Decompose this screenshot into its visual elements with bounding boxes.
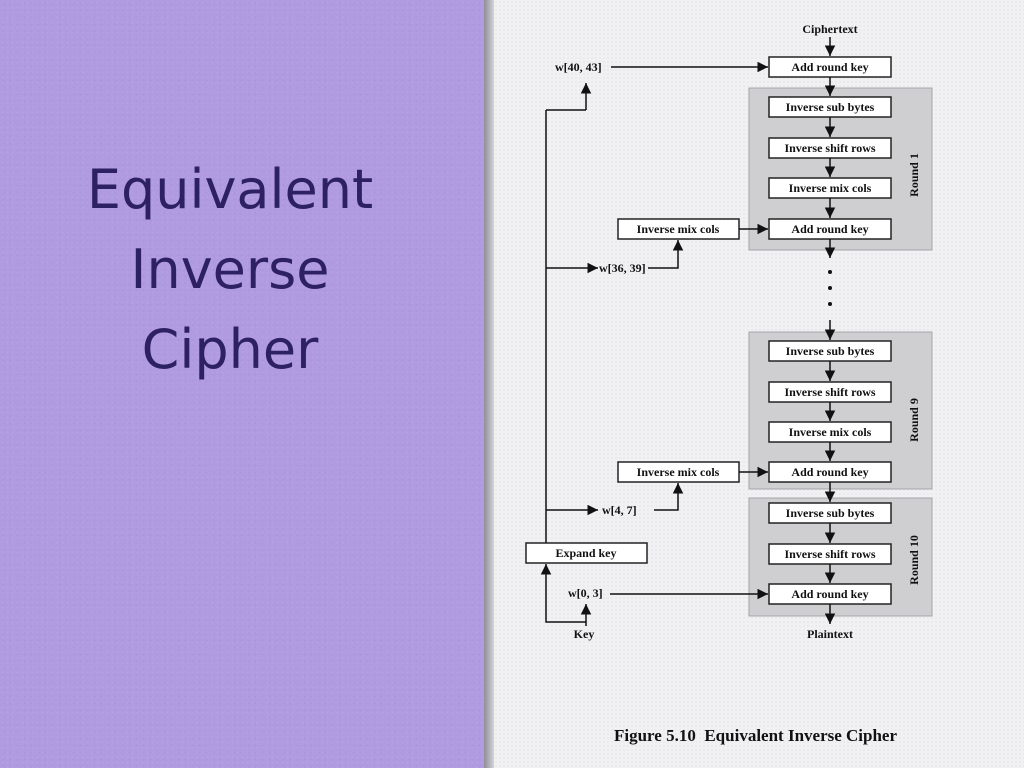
ellipsis-dot	[828, 302, 832, 306]
r1-inverse-shift-rows-label: Inverse shift rows	[784, 141, 875, 155]
ellipsis-dot	[828, 286, 832, 290]
r9-inverse-shift-rows-label: Inverse shift rows	[784, 385, 875, 399]
r9-inverse-sub-bytes-label: Inverse sub bytes	[786, 344, 875, 358]
r1-inverse-sub-bytes-label: Inverse sub bytes	[786, 100, 875, 114]
r1-add-round-key-label: Add round key	[791, 222, 868, 236]
figure-caption: Figure 5.10 Equivalent Inverse Cipher	[614, 726, 898, 745]
title-panel: Equivalent Inverse Cipher	[0, 0, 484, 768]
key-inverse-mix-cols-label-1: Inverse mix cols	[637, 222, 720, 236]
r10-add-round-key-label: Add round key	[791, 587, 868, 601]
panel-divider	[484, 0, 494, 768]
title-line-1: Equivalent	[86, 158, 374, 221]
r10-inverse-sub-bytes-label: Inverse sub bytes	[786, 506, 875, 520]
w4-7-to-mix-arrow	[654, 483, 684, 511]
w0-3-label: w[0, 3]	[568, 586, 603, 600]
ellipsis-dot	[828, 270, 832, 274]
key-inverse-mix-cols-label-9: Inverse mix cols	[637, 465, 720, 479]
r9-inverse-mix-cols-label: Inverse mix cols	[789, 425, 872, 439]
round-1-label: Round 1	[907, 153, 921, 197]
ciphertext-label: Ciphertext	[802, 22, 857, 36]
r1-inverse-mix-cols-label: Inverse mix cols	[789, 181, 872, 195]
add-round-key-initial-label: Add round key	[791, 60, 868, 74]
title-line-2: Inverse	[130, 238, 330, 301]
key-to-expand-arrow	[540, 564, 586, 623]
r9-add-round-key-label: Add round key	[791, 465, 868, 479]
title-line-3: Cipher	[141, 318, 319, 381]
plaintext-label: Plaintext	[807, 627, 853, 641]
w4-7-label: w[4, 7]	[602, 503, 637, 517]
key-label: Key	[574, 627, 595, 641]
round-9-label: Round 9	[907, 398, 921, 442]
w36-39-to-mix-arrow	[648, 240, 684, 269]
w40-43-label: w[40, 43]	[555, 60, 602, 74]
round-10-label: Round 10	[907, 535, 921, 585]
expand-key-label: Expand key	[555, 546, 616, 560]
w36-39-label: w[36, 39]	[599, 261, 646, 275]
slide-title: Equivalent Inverse Cipher	[20, 150, 440, 390]
expand-key-box	[525, 542, 648, 564]
r10-inverse-shift-rows-label: Inverse shift rows	[784, 547, 875, 561]
